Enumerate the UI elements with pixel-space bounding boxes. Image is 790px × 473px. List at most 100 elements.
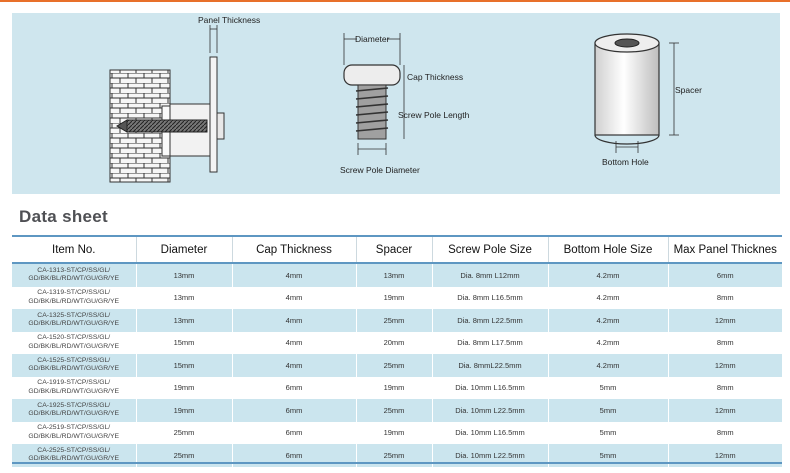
cell-screw-pole-size: Dia. 8mm L22.5mm: [431, 309, 548, 332]
cell-screw-pole-size: Dia. 10mm L22.5mm: [431, 444, 548, 467]
cell-bottom-hole-size: 4.2mm: [547, 309, 668, 332]
cell-max-panel-thickness: 8mm: [667, 376, 782, 399]
cell-screw-pole-size: Dia. 10mm L22.5mm: [431, 399, 548, 422]
cell-diameter: 15mm: [135, 331, 232, 354]
cell-spacer: 19mm: [355, 421, 432, 444]
header-max-panel-thickness: Max Panel Thicknes: [667, 235, 782, 264]
cell-spacer: 19mm: [355, 286, 432, 309]
cell-max-panel-thickness: 8mm: [667, 421, 782, 444]
cell-bottom-hole-size: 5mm: [547, 399, 668, 422]
cell-spacer: 13mm: [355, 263, 432, 287]
cell-cap-thickness: 6mm: [231, 399, 356, 422]
cell-bottom-hole-size: 5mm: [547, 444, 668, 467]
top-accent-bar: [0, 0, 790, 2]
cell-diameter: 19mm: [135, 376, 232, 399]
cell-screw-pole-size: Dia. 8mmL22.5mm: [431, 354, 548, 377]
header-diameter: Diameter: [135, 235, 232, 264]
cell-spacer: 20mm: [355, 331, 432, 354]
label-diameter: Diameter: [355, 34, 390, 44]
cell-bottom-hole-size: 4.2mm: [547, 263, 668, 287]
table-row: CA-1919-ST/CP/SS/GL/GD/BK/BL/RD/WT/GU/GR…: [12, 376, 782, 399]
cell-bottom-hole-size: 4.2mm: [547, 354, 668, 377]
cell-cap-thickness: 4mm: [231, 286, 356, 309]
cell-diameter: 13mm: [135, 286, 232, 309]
cell-screw-pole-size: Dia. 10mm L16.5mm: [431, 421, 548, 444]
cell-item-no: CA-1319-ST/CP/SS/GL/GD/BK/BL/RD/WT/GU/GR…: [12, 286, 136, 309]
cell-max-panel-thickness: 12mm: [667, 354, 782, 377]
cell-cap-thickness: 4mm: [231, 354, 356, 377]
cap-screw-drawing: [343, 33, 405, 155]
cell-diameter: 19mm: [135, 399, 232, 422]
cell-item-no: CA-1313-ST/CP/SS/GL/GD/BK/BL/RD/WT/GU/GR…: [12, 263, 136, 287]
cell-cap-thickness: 6mm: [231, 421, 356, 444]
label-screw-pole-diameter: Screw Pole Diameter: [340, 165, 420, 175]
cell-max-panel-thickness: 8mm: [667, 331, 782, 354]
cell-spacer: 19mm: [355, 376, 432, 399]
cell-item-no: CA-1325-ST/CP/SS/GL/GD/BK/BL/RD/WT/GU/GR…: [12, 309, 136, 332]
cell-diameter: 25mm: [135, 444, 232, 467]
table-row: CA-1319-ST/CP/SS/GL/GD/BK/BL/RD/WT/GU/GR…: [12, 286, 782, 309]
table-row: CA-2519-ST/CP/SS/GL/GD/BK/BL/RD/WT/GU/GR…: [12, 421, 782, 444]
cell-max-panel-thickness: 12mm: [667, 444, 782, 467]
cell-max-panel-thickness: 12mm: [667, 309, 782, 332]
cell-item-no: CA-2525-ST/CP/SS/GL/GD/BK/BL/RD/WT/GU/GR…: [12, 444, 136, 467]
cap-head: [343, 64, 401, 86]
cell-item-no: CA-1919-ST/CP/SS/GL/GD/BK/BL/RD/WT/GU/GR…: [12, 376, 136, 399]
data-sheet-table: Item No. Diameter Cap Thickness Spacer S…: [12, 235, 782, 467]
cell-diameter: 25mm: [135, 421, 232, 444]
cell-diameter: 15mm: [135, 354, 232, 377]
table-row: CA-1925-ST/CP/SS/GL/GD/BK/BL/RD/WT/GU/GR…: [12, 399, 782, 422]
cell-screw-pole-size: Dia. 8mm L17.5mm: [431, 331, 548, 354]
label-bottom-hole: Bottom Hole: [602, 157, 649, 167]
wall-screw: [126, 119, 208, 133]
cell-cap-thickness: 4mm: [231, 331, 356, 354]
cell-spacer: 25mm: [355, 399, 432, 422]
header-cap-thickness: Cap Thickness: [231, 235, 356, 264]
panel: [209, 56, 218, 173]
cell-bottom-hole-size: 5mm: [547, 421, 668, 444]
cell-bottom-hole-size: 4.2mm: [547, 286, 668, 309]
wall-mount-drawing: [109, 25, 225, 183]
label-panel-thickness: Panel Thickness: [198, 15, 260, 25]
cell-cap-thickness: 6mm: [231, 376, 356, 399]
cell-bottom-hole-size: 5mm: [547, 376, 668, 399]
cell-bottom-hole-size: 4.2mm: [547, 331, 668, 354]
cell-screw-pole-size: Dia. 8mm L12mm: [431, 263, 548, 287]
cell-item-no: CA-1525-ST/CP/SS/GL/GD/BK/BL/RD/WT/GU/GR…: [12, 354, 136, 377]
cell-screw-pole-size: Dia. 10mm L16.5mm: [431, 376, 548, 399]
cell-max-panel-thickness: 12mm: [667, 399, 782, 422]
cell-cap-thickness: 4mm: [231, 263, 356, 287]
table-bottom-rule: [12, 462, 782, 464]
table-row: CA-1325-ST/CP/SS/GL/GD/BK/BL/RD/WT/GU/GR…: [12, 309, 782, 332]
cell-screw-pole-size: Dia. 8mm L16.5mm: [431, 286, 548, 309]
cell-cap-thickness: 4mm: [231, 309, 356, 332]
section-title: Data sheet: [19, 207, 108, 226]
header-spacer: Spacer: [355, 235, 432, 264]
table-row: CA-2525-ST/CP/SS/GL/GD/BK/BL/RD/WT/GU/GR…: [12, 444, 782, 467]
cell-item-no: CA-1925-ST/CP/SS/GL/GD/BK/BL/RD/WT/GU/GR…: [12, 399, 136, 422]
table-row: CA-1313-ST/CP/SS/GL/GD/BK/BL/RD/WT/GU/GR…: [12, 263, 782, 287]
cell-diameter: 13mm: [135, 263, 232, 287]
spacer-drawing: [594, 33, 679, 153]
header-screw-pole-size: Screw Pole Size: [431, 235, 548, 264]
spacer-cylinder: [594, 42, 660, 136]
header-bottom-hole-size: Bottom Hole Size: [547, 235, 668, 264]
cell-max-panel-thickness: 8mm: [667, 286, 782, 309]
cell-item-no: CA-2519-ST/CP/SS/GL/GD/BK/BL/RD/WT/GU/GR…: [12, 421, 136, 444]
cell-diameter: 13mm: [135, 309, 232, 332]
label-spacer: Spacer: [675, 85, 702, 95]
cell-spacer: 25mm: [355, 309, 432, 332]
cell-max-panel-thickness: 6mm: [667, 263, 782, 287]
diagram-panel: Panel Thickness Diameter Cap Th: [12, 13, 780, 194]
label-cap-thickness: Cap Thickness: [407, 72, 463, 82]
table-header-row: Item No. Diameter Cap Thickness Spacer S…: [12, 235, 782, 264]
cell-item-no: CA-1520-ST/CP/SS/GL/GD/BK/BL/RD/WT/GU/GR…: [12, 331, 136, 354]
table-row: CA-1525-ST/CP/SS/GL/GD/BK/BL/RD/WT/GU/GR…: [12, 354, 782, 377]
cell-cap-thickness: 6mm: [231, 444, 356, 467]
header-item-no: Item No.: [12, 235, 136, 264]
standoff-diagram: Panel Thickness Diameter Cap Th: [109, 15, 702, 183]
label-screw-pole-length: Screw Pole Length: [398, 110, 470, 120]
cell-spacer: 25mm: [355, 444, 432, 467]
cap: [216, 112, 225, 140]
cell-spacer: 25mm: [355, 354, 432, 377]
